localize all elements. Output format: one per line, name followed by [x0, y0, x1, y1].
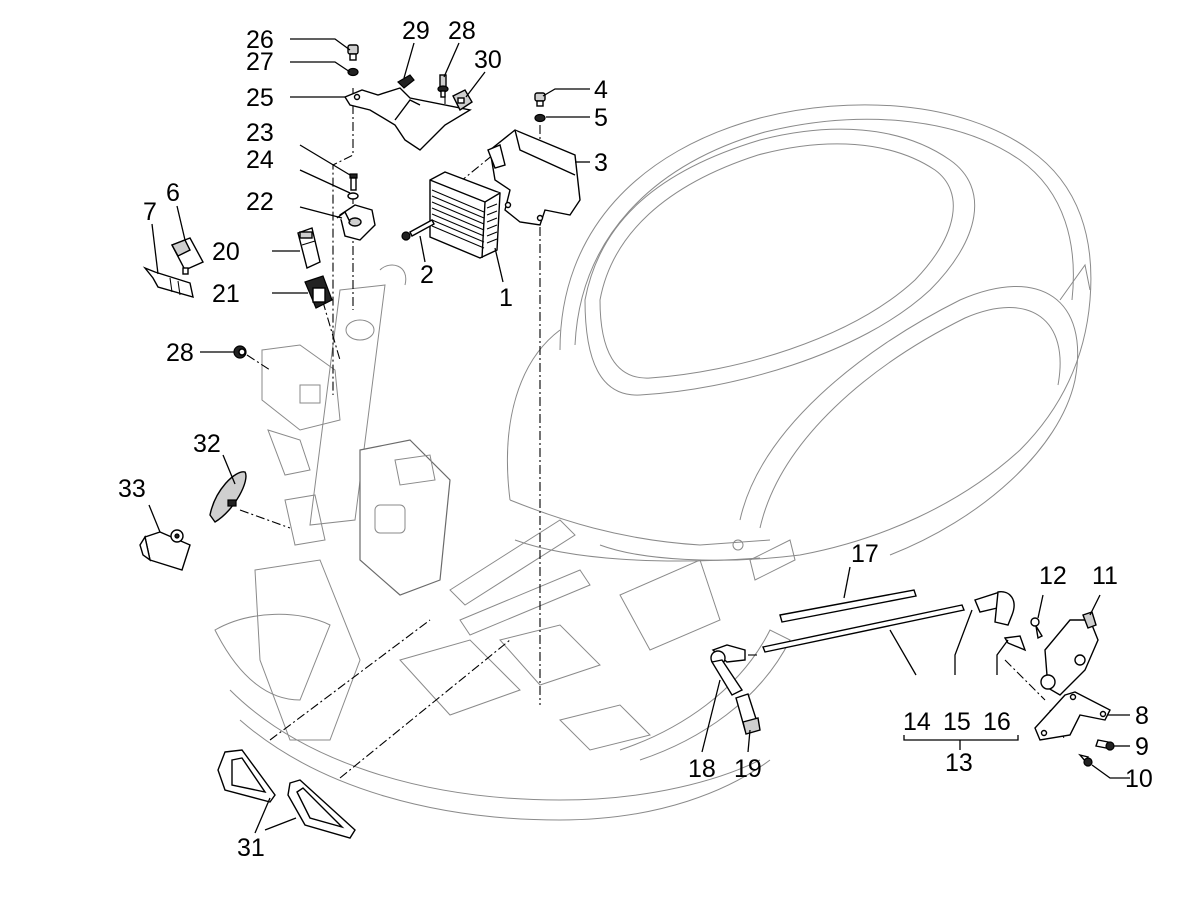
part-1-voltage-regulator[interactable]	[429, 171, 501, 259]
part-3-bracket[interactable]	[487, 129, 581, 226]
callout-11[interactable]: 11	[1092, 562, 1118, 590]
regulator-fins	[431, 189, 498, 249]
callout-4[interactable]: 4	[594, 76, 608, 104]
callout-29[interactable]: 29	[402, 17, 430, 45]
part-20-connector[interactable]	[297, 227, 321, 269]
callout-10[interactable]: 10	[1125, 765, 1153, 793]
callout-32[interactable]: 32	[193, 430, 221, 458]
callout-12[interactable]: 12	[1039, 562, 1067, 590]
callout-20[interactable]: 20	[212, 238, 240, 266]
callout-labels: 26 27 25 23 24 22 20 21 6 7 28 32 33 29 …	[118, 17, 1153, 862]
callout-23[interactable]: 23	[246, 119, 274, 147]
part-33-sensor[interactable]	[139, 529, 191, 571]
part-29-clip[interactable]	[397, 74, 415, 89]
callout-25[interactable]: 25	[246, 84, 274, 112]
callout-33[interactable]: 33	[118, 475, 146, 503]
callout-5[interactable]: 5	[594, 104, 608, 132]
part-23-screw[interactable]	[349, 173, 358, 191]
callout-9[interactable]: 9	[1135, 733, 1149, 761]
part-31-gaskets[interactable]	[217, 749, 356, 839]
part-15-cap[interactable]	[974, 591, 1015, 626]
callout-6[interactable]: 6	[166, 179, 180, 207]
callout-16[interactable]: 16	[983, 708, 1011, 736]
callout-13[interactable]: 13	[945, 749, 973, 777]
part-5-washer[interactable]	[534, 113, 546, 123]
part-28-screw-left[interactable]	[233, 345, 247, 359]
part-10-nut[interactable]	[1078, 753, 1093, 767]
part-25-bracket[interactable]	[343, 87, 472, 151]
part-7-connector[interactable]	[142, 266, 194, 298]
callout-2[interactable]: 2	[420, 261, 434, 289]
callout-1[interactable]: 1	[499, 284, 513, 312]
part-27-washer[interactable]	[347, 67, 359, 77]
part-18-plug-cap[interactable]	[710, 644, 746, 696]
part-32-flasher[interactable]	[209, 471, 247, 523]
part-16-pin[interactable]	[1003, 635, 1027, 652]
leader-lines	[148, 38, 1130, 834]
part-9-bolt[interactable]	[1095, 739, 1115, 751]
callout-15[interactable]: 15	[943, 708, 971, 736]
callout-26[interactable]: 26	[246, 26, 274, 54]
part-28-screw-top[interactable]	[437, 74, 449, 98]
callout-19[interactable]: 19	[734, 755, 762, 783]
part-2-bolt[interactable]	[401, 219, 435, 241]
callout-28-top[interactable]: 28	[448, 17, 476, 45]
callout-31[interactable]: 31	[237, 834, 265, 862]
part-8-coil-bracket[interactable]	[1034, 691, 1111, 741]
part-11-ignition-coil[interactable]	[1040, 611, 1099, 696]
callout-28-left[interactable]: 28	[166, 339, 194, 367]
part-4-bolt[interactable]	[534, 92, 546, 107]
callout-3[interactable]: 3	[594, 149, 608, 177]
part-12-screw[interactable]	[1030, 617, 1043, 640]
callout-7[interactable]: 7	[143, 198, 157, 226]
callout-18[interactable]: 18	[688, 755, 716, 783]
part-17-lead[interactable]	[779, 589, 917, 623]
part-21-connector-boot[interactable]	[304, 275, 333, 309]
part-24-washer[interactable]	[347, 192, 359, 200]
callout-8[interactable]: 8	[1135, 702, 1149, 730]
part-26-bolt[interactable]	[347, 44, 359, 61]
part-22-clamp[interactable]	[336, 204, 376, 241]
callout-17[interactable]: 17	[851, 540, 879, 568]
callout-22[interactable]: 22	[246, 188, 274, 216]
callout-21[interactable]: 21	[212, 280, 240, 308]
callout-24[interactable]: 24	[246, 146, 274, 174]
part-19-plug-boot[interactable]	[735, 693, 761, 735]
callout-14[interactable]: 14	[903, 708, 931, 736]
part-14-ht-cable[interactable]	[762, 604, 965, 653]
callout-27[interactable]: 27	[246, 48, 274, 76]
callout-30[interactable]: 30	[474, 46, 502, 74]
part-6-relay[interactable]	[171, 237, 204, 275]
